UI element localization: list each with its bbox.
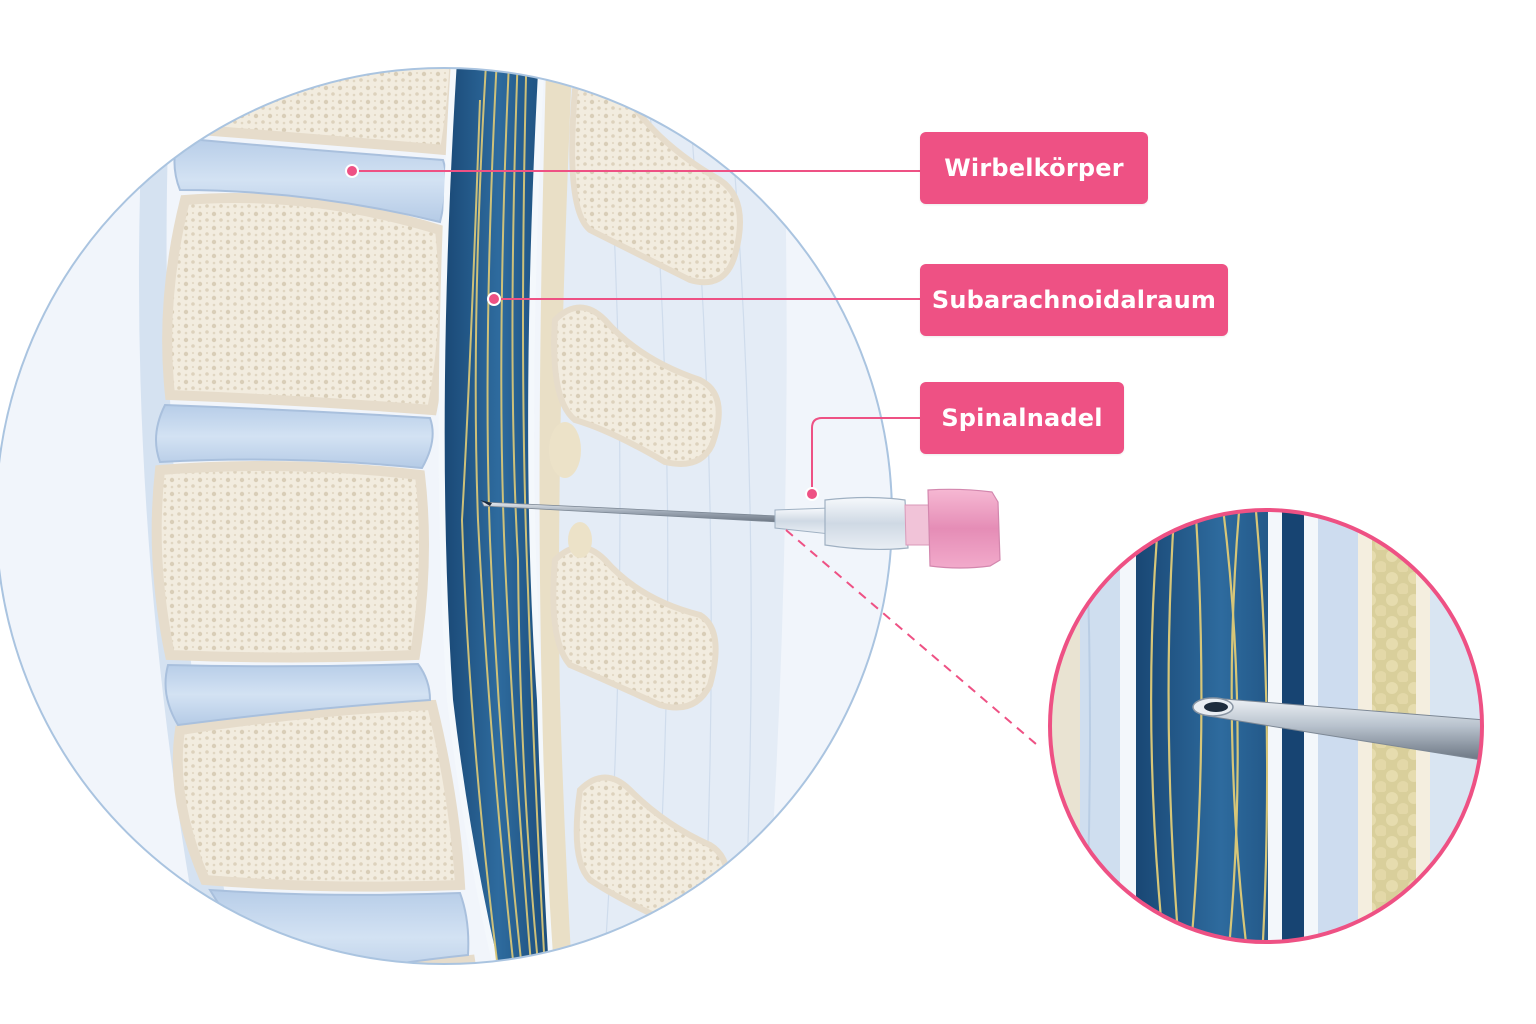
marker-dot-subarachnoid: [487, 292, 501, 306]
spinal-needle: [480, 488, 1001, 569]
nerve-roots: [460, 68, 549, 964]
leader-lines: [352, 170, 1037, 745]
label-spinal-needle: Spinalnadel: [920, 382, 1124, 454]
label-vertebral-body-text: Wirbelkörper: [944, 154, 1124, 182]
zoom-inset: [1048, 508, 1484, 944]
subarachnoid-space: [438, 68, 559, 964]
label-subarachnoid-space: Subarachnoidalraum: [920, 264, 1228, 336]
leader-spinal-needle: [811, 417, 920, 494]
spine-cross-section: [0, 67, 893, 965]
marker-dot-vertebral-body: [345, 164, 359, 178]
marker-dot-spinal-needle: [805, 487, 819, 501]
label-subarachnoid-space-text: Subarachnoidalraum: [931, 286, 1217, 314]
label-spinal-needle-text: Spinalnadel: [941, 404, 1103, 432]
zoom-connector: [785, 529, 1037, 745]
zoom-inset-outline: [1048, 508, 1484, 944]
spinous-processes: [550, 70, 743, 931]
label-vertebral-body: Wirbelkörper: [920, 132, 1148, 204]
